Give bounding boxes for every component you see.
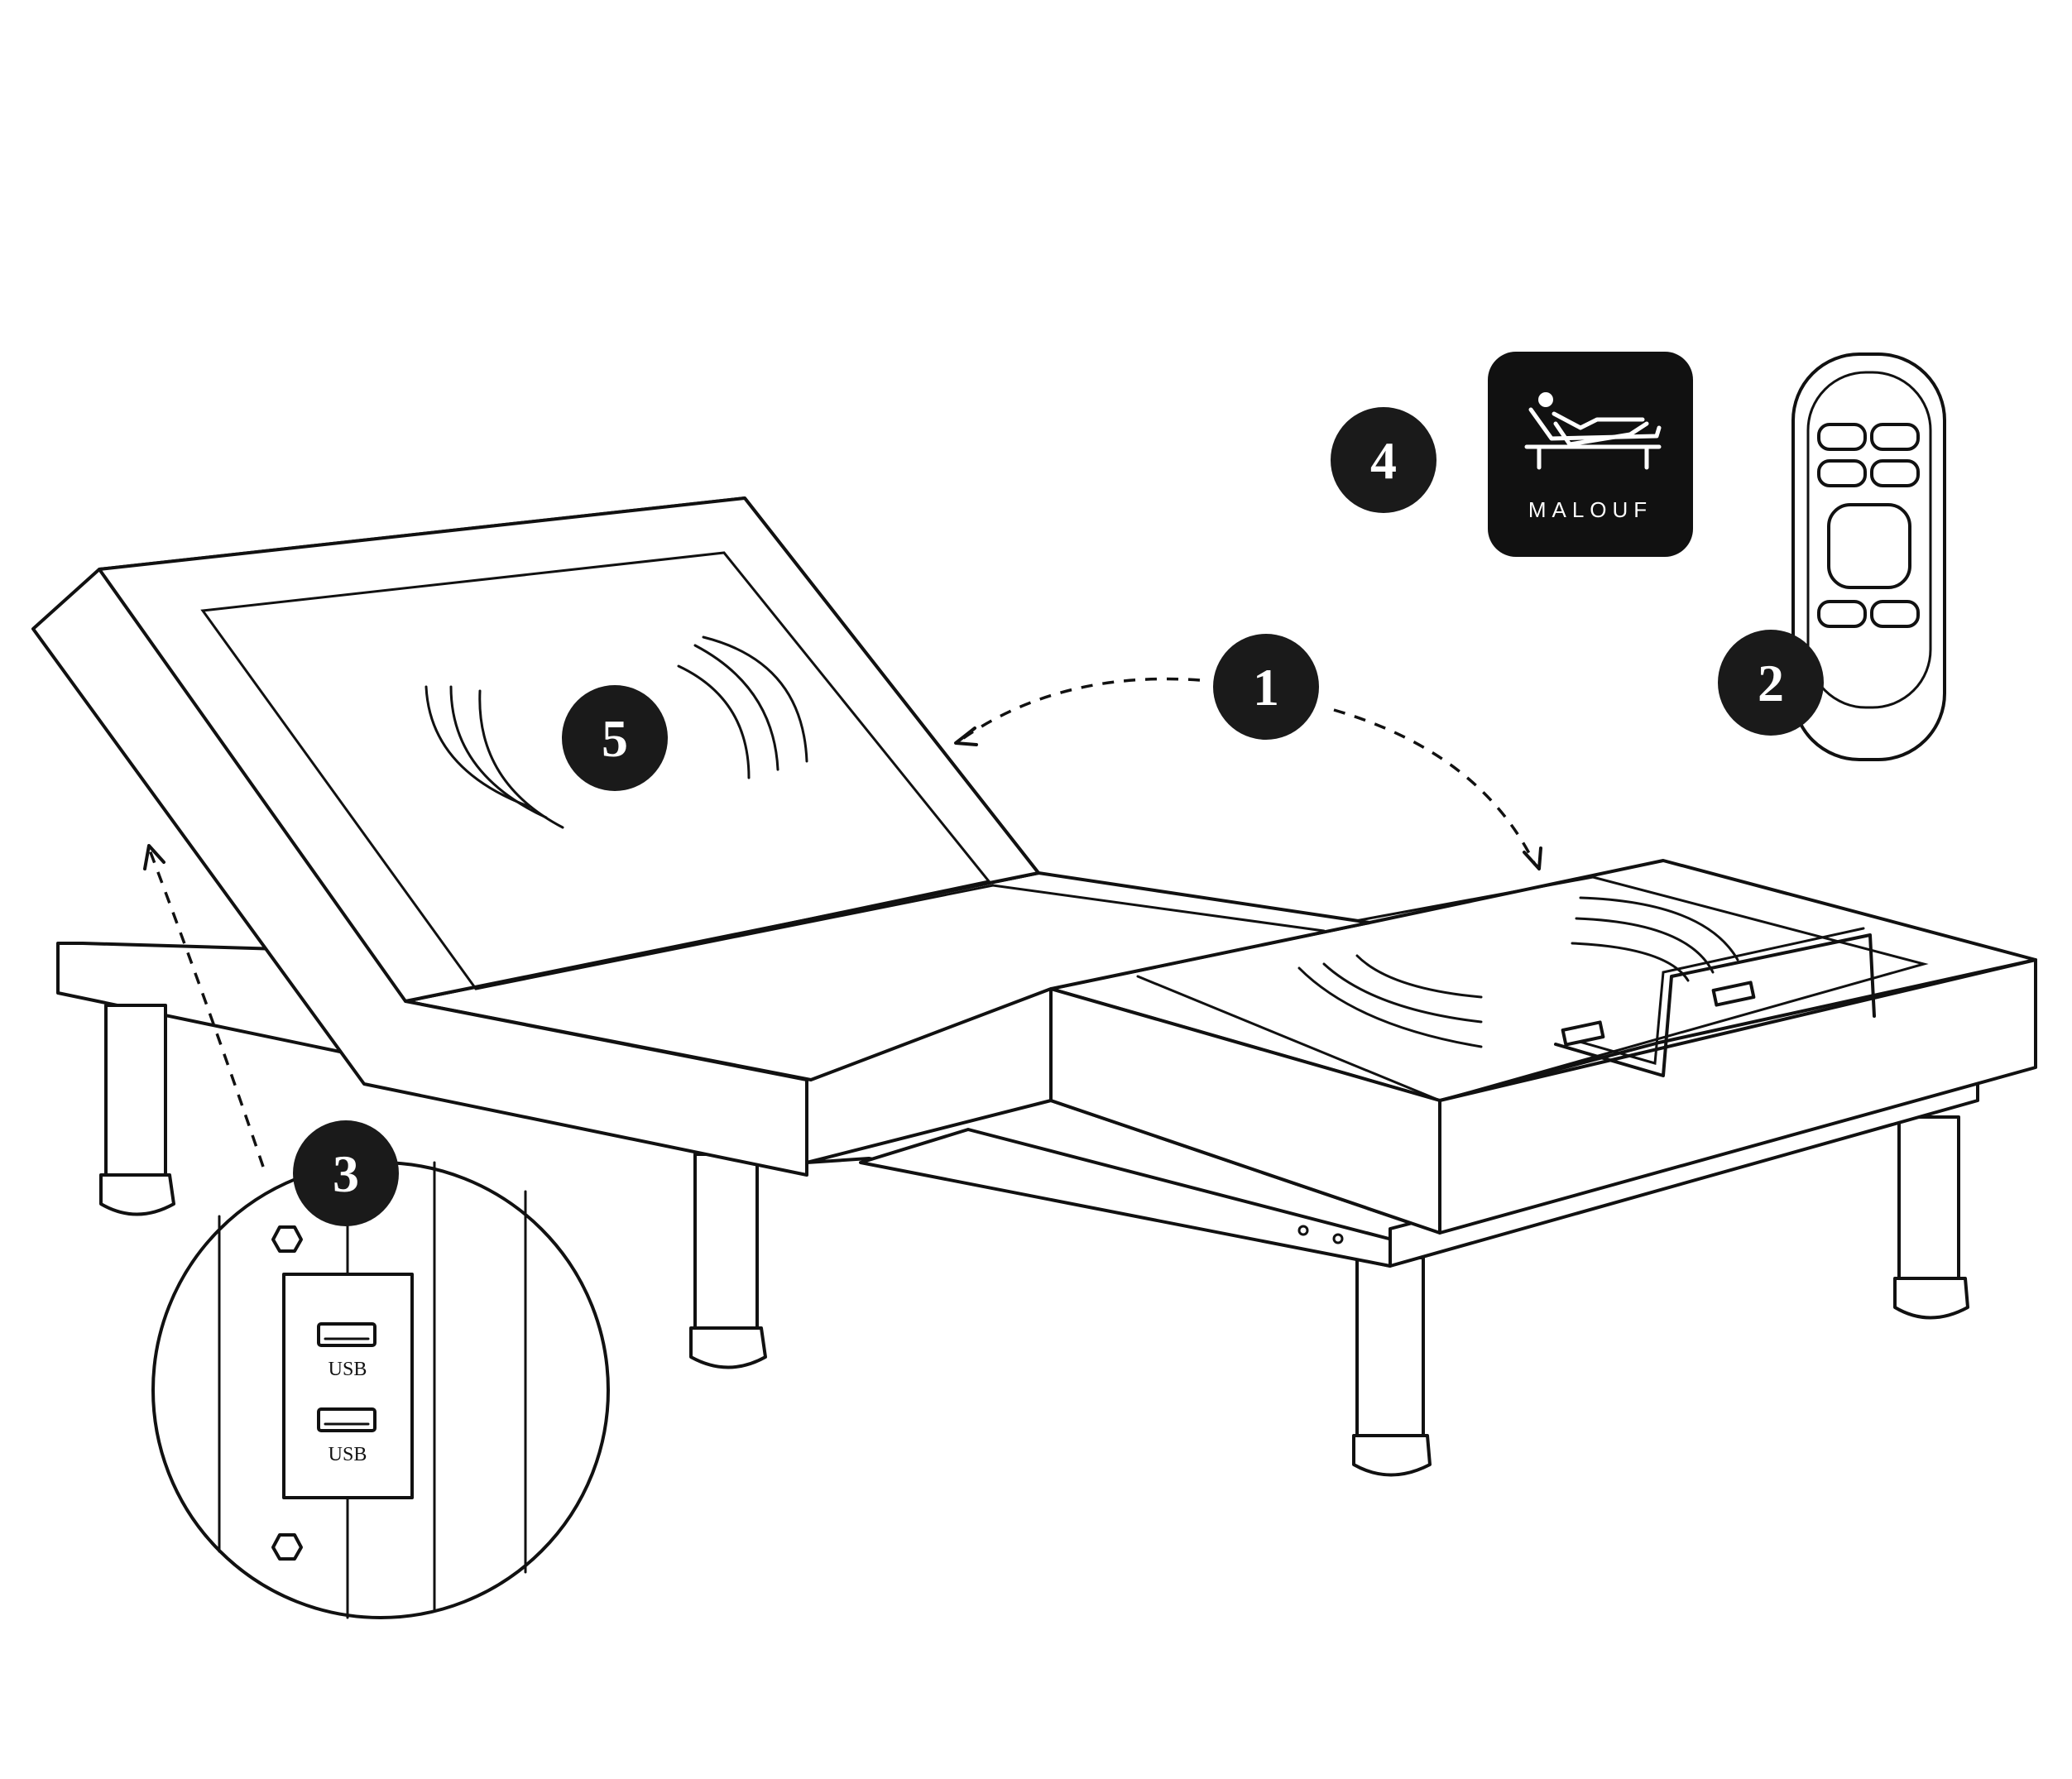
- adjustable-bed-illustration: [31, 496, 2037, 1477]
- remote-button: [1870, 459, 1920, 487]
- usb-port-icon: [317, 1407, 377, 1432]
- callout-4: 4: [1331, 407, 1436, 513]
- hex-screw-icon: [271, 1533, 303, 1561]
- vibration-waves-icon: [424, 635, 808, 829]
- remote-button: [1817, 600, 1867, 628]
- svg-text:2: 2: [1758, 654, 1784, 712]
- vibration-waves-icon: [1297, 896, 1739, 1048]
- hex-screw-icon: [271, 1225, 303, 1253]
- remote-button: [1827, 503, 1911, 589]
- leg-middle: [689, 1153, 767, 1369]
- svg-text:1: 1: [1253, 658, 1279, 717]
- usb-label-bottom: USB: [329, 1444, 367, 1465]
- usb-port-icon: [317, 1322, 377, 1347]
- svg-text:4: 4: [1370, 431, 1397, 490]
- app-logo-icon: MALOUF: [1488, 352, 1693, 557]
- leg-front-right: [1352, 1256, 1432, 1477]
- callout-3: 3: [293, 1120, 399, 1226]
- remote-button: [1817, 459, 1867, 487]
- callout-5: 5: [562, 685, 668, 791]
- leg-back-right: [1893, 1115, 1969, 1320]
- remote-control-icon: [1791, 352, 1946, 761]
- foot-retainer-bar: [1554, 927, 1876, 1077]
- callout-1: 1: [1213, 634, 1319, 740]
- callout-2: 2: [1718, 630, 1824, 736]
- leg-back-left: [99, 1004, 175, 1216]
- usb-closeup: USB USB: [151, 1161, 610, 1619]
- remote-button: [1817, 423, 1867, 451]
- app-logo-brand: MALOUF: [1528, 497, 1652, 522]
- dashed-arrow-icon: [143, 677, 1542, 1168]
- usb-panel: [282, 1273, 414, 1499]
- remote-button: [1870, 600, 1920, 628]
- usb-label-top: USB: [329, 1359, 367, 1380]
- remote-button: [1870, 423, 1920, 451]
- svg-text:3: 3: [333, 1144, 359, 1203]
- svg-text:5: 5: [602, 709, 628, 768]
